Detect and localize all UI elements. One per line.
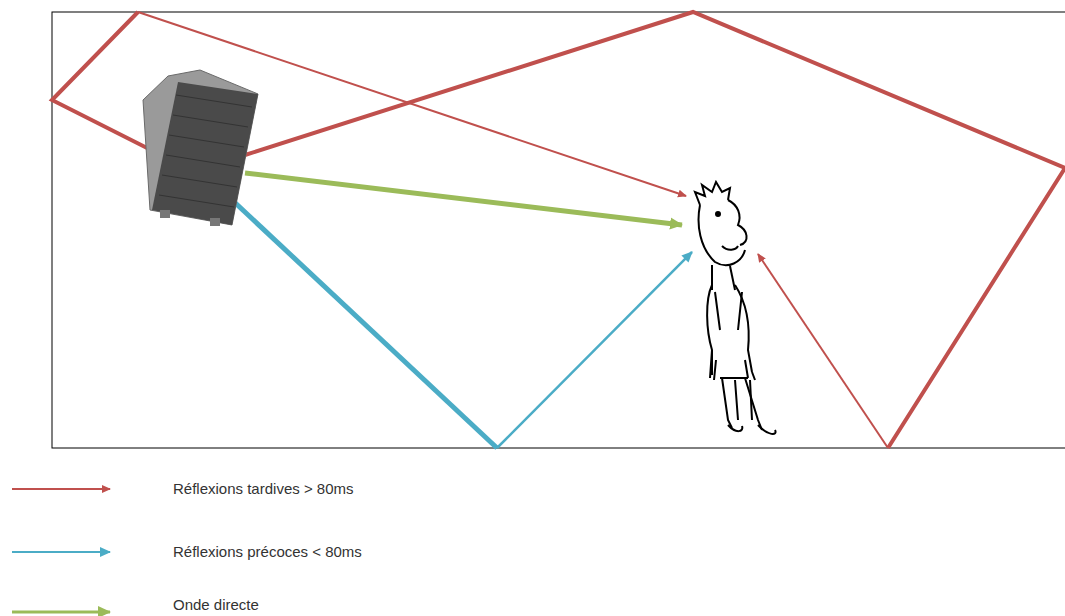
legend-text: Réflexions tardives > 80ms <box>173 480 354 498</box>
late-reflection-ray <box>758 254 888 448</box>
room-outline <box>52 12 1065 448</box>
legend-sample-early <box>12 551 110 553</box>
loudspeaker <box>143 70 258 226</box>
legend-text: Réflexions précoces < 80ms <box>173 543 362 561</box>
early-reflection-ray <box>497 252 692 448</box>
legend-text: Onde directe <box>173 596 259 614</box>
legend-samples <box>12 489 110 612</box>
legend-sample-direct <box>12 611 110 614</box>
legend-sample-late <box>12 488 110 490</box>
late-reflection-ray <box>52 12 155 152</box>
late-reflection-ray <box>245 12 1065 448</box>
early-reflection-ray <box>230 198 497 448</box>
listener-figure <box>695 182 776 434</box>
direct-wave-ray <box>245 173 682 225</box>
